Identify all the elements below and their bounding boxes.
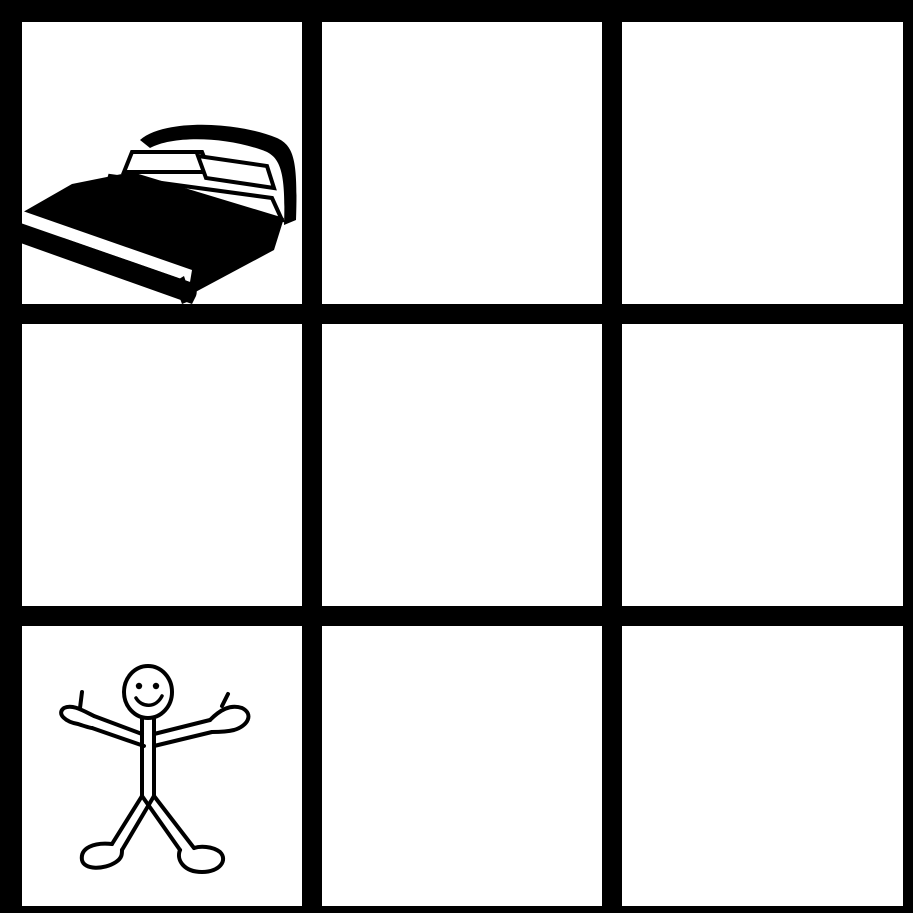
grid-cell-r2-c0[interactable] [22,626,302,906]
grid-cell-r2-c2[interactable] [622,626,903,906]
stick-figure-icon [52,664,262,894]
grid-cell-r0-c2[interactable] [622,22,903,304]
grid-cell-r1-c2[interactable] [622,324,903,606]
grid-cell-r2-c1[interactable] [322,626,602,906]
grid-cell-r0-c1[interactable] [322,22,602,304]
grid-cell-r0-c0[interactable] [22,22,302,304]
grid-cell-r1-c1[interactable] [322,324,602,606]
bed-icon [22,100,302,304]
grid-cell-r1-c0[interactable] [22,324,302,606]
